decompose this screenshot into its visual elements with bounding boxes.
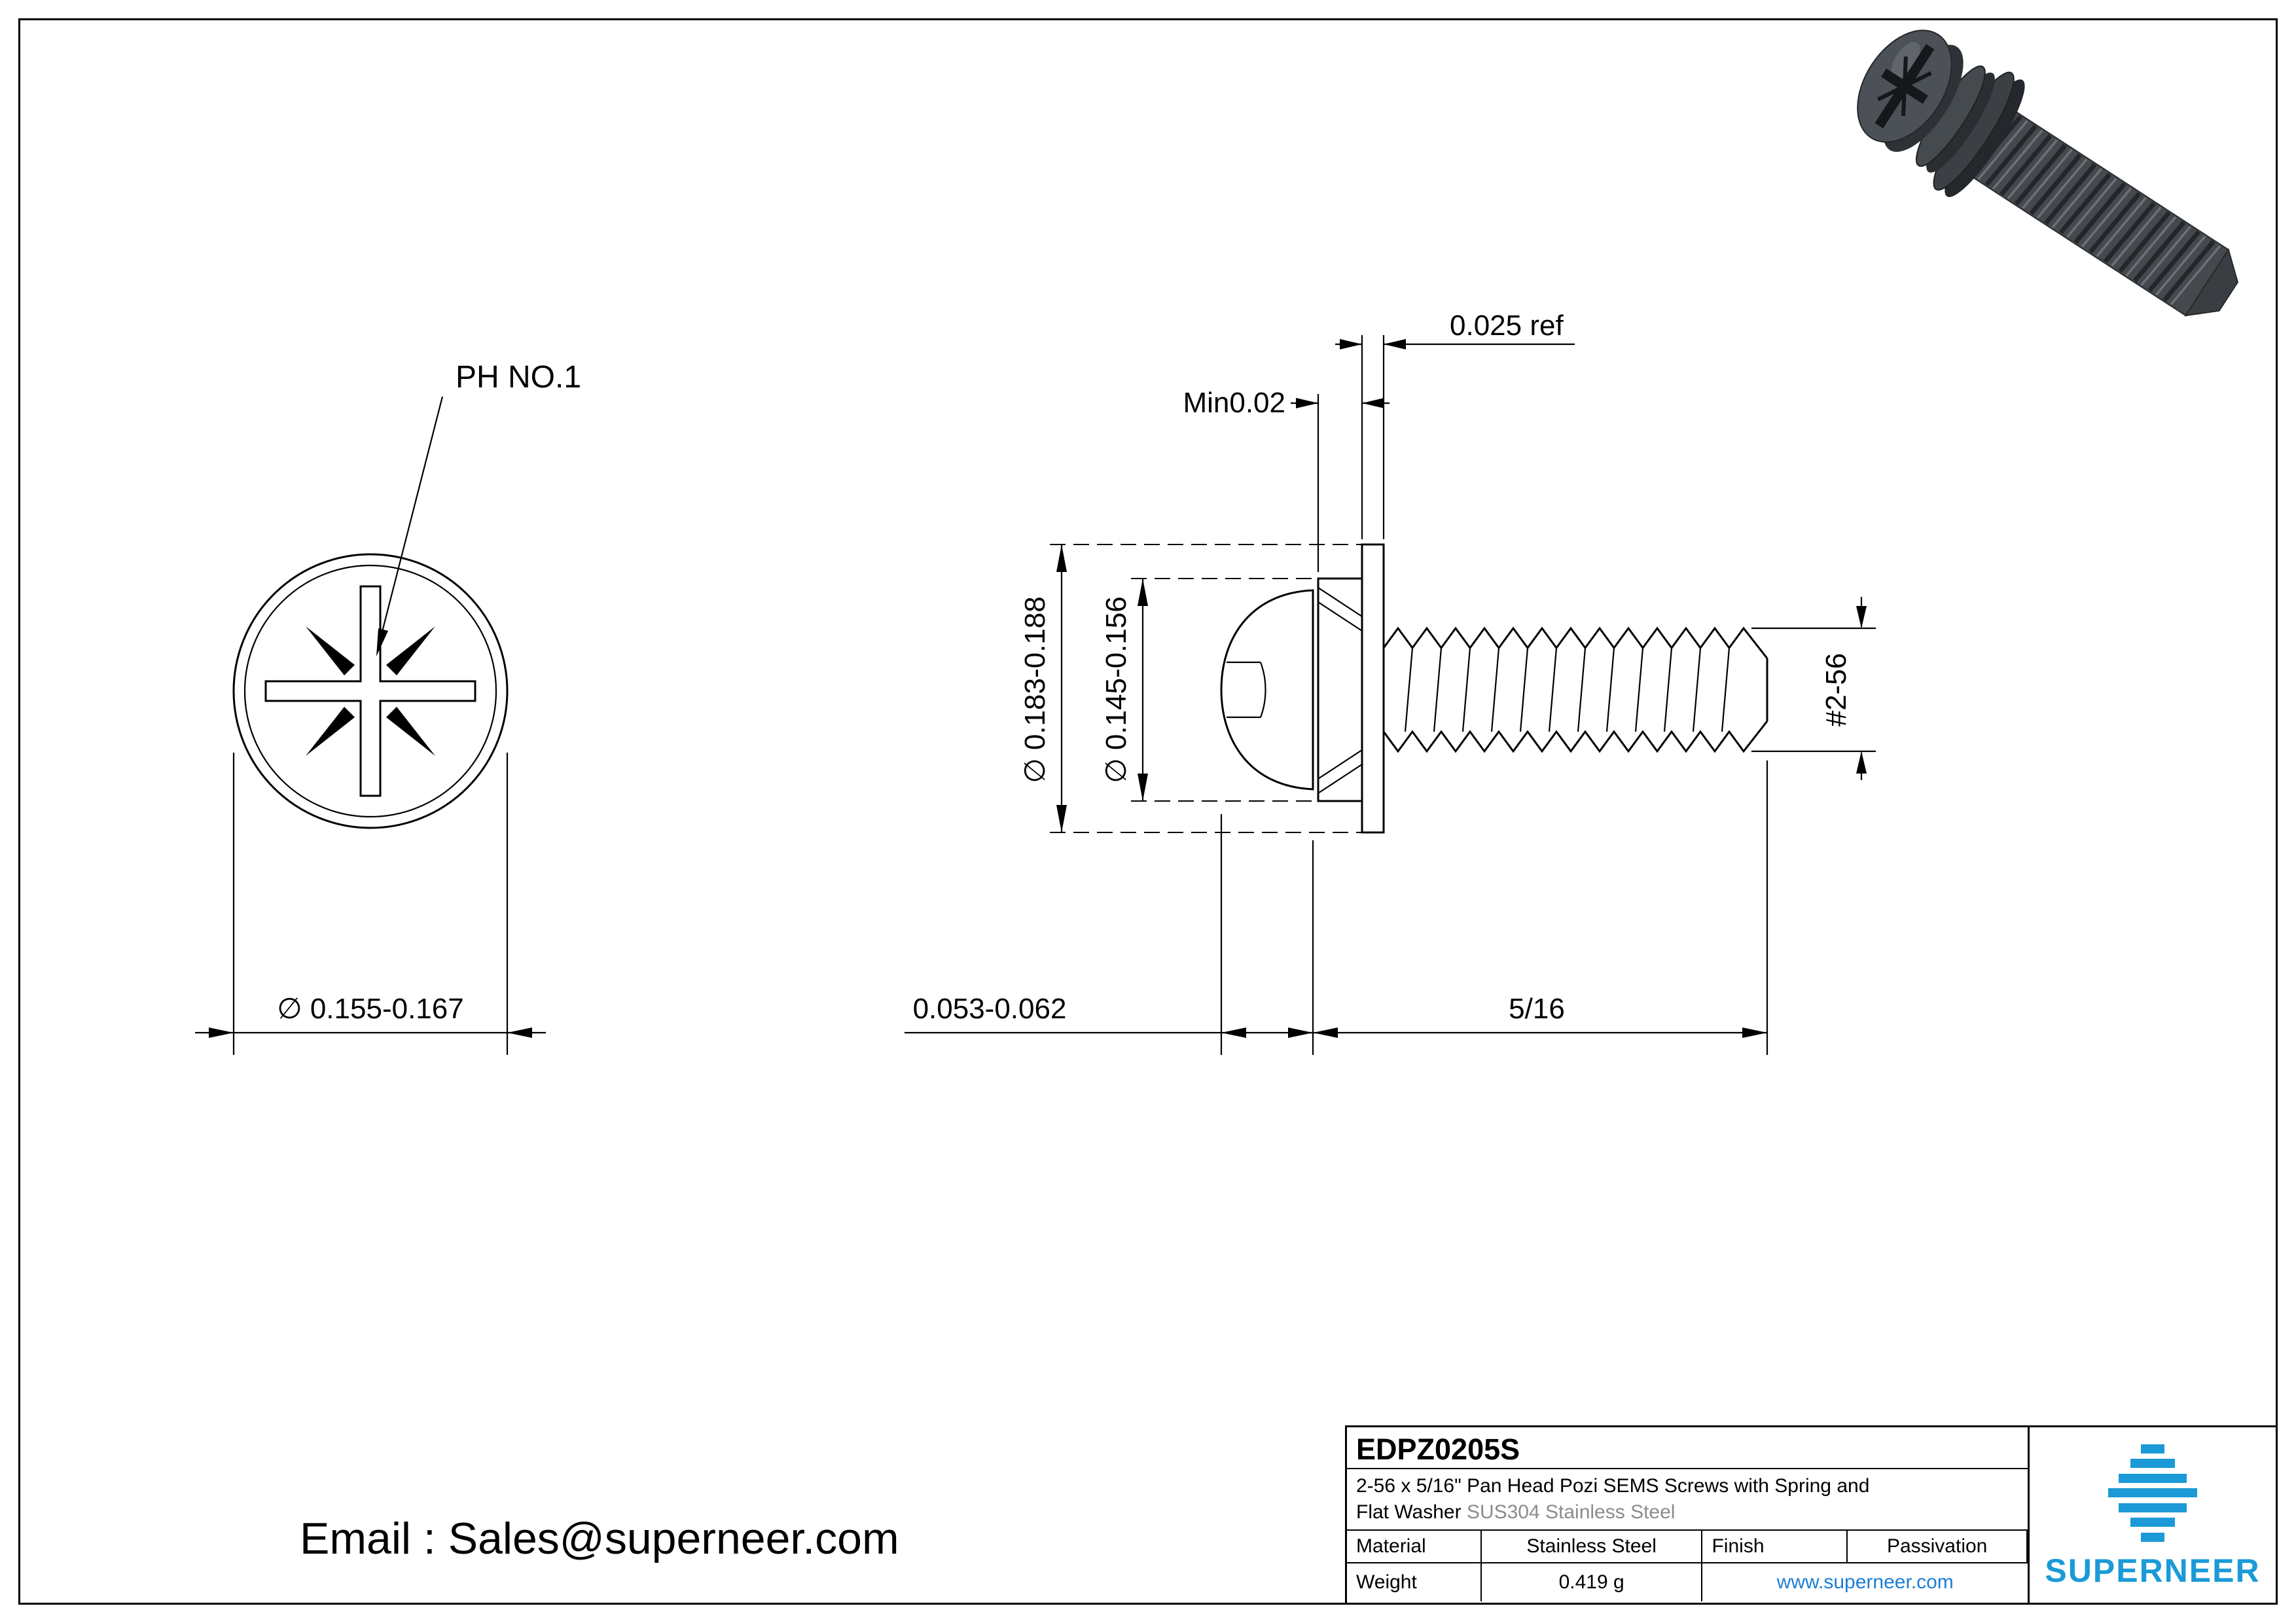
title-block: EDPZ0205S 2-56 x 5/16" Pan Head Pozi SEM… (1345, 1425, 2278, 1605)
dim-thread-size-lines (1751, 597, 1876, 780)
description-line-1: 2-56 x 5/16" Pan Head Pozi SEMS Screws w… (1356, 1475, 1870, 1497)
ext-dashed-spring-od (1131, 578, 1318, 802)
pozi-tick-nw (306, 626, 355, 675)
part-number: EDPZ0205S (1347, 1427, 2028, 1469)
material-row: Material Stainless Steel Finish Passivat… (1347, 1531, 2028, 1563)
thread-flanks (1404, 647, 1731, 732)
pozi-tick-se (386, 707, 435, 756)
recess-profile (1227, 661, 1266, 719)
weight-label-cell: Weight (1347, 1563, 1482, 1601)
thread-top-crest (1382, 626, 1768, 659)
finish-label-cell: Finish (1702, 1531, 1848, 1562)
dim-washer-thickness-label: 0.025 ref (1450, 310, 1564, 342)
material-label-cell: Material (1347, 1531, 1482, 1562)
head-inner-circle (243, 564, 497, 818)
ext-dashed-washer-od (1050, 544, 1362, 833)
dim-flat-washer-od-label: ∅ 0.183-0.188 (1019, 596, 1051, 783)
pozi-recess-3d (1874, 44, 1935, 129)
dim-spring-washer-od-label: ∅ 0.145-0.156 (1100, 596, 1132, 783)
thread-dark-ridges (1969, 115, 2215, 302)
spring-washer-split (1318, 587, 1363, 794)
description-line-2: Flat Washer (1356, 1501, 1462, 1523)
pan-head-profile (1220, 589, 1314, 791)
dim-spring-thickness-label: Min0.02 (1183, 387, 1285, 419)
drive-type-label: PH NO.1 (456, 360, 581, 395)
superneer-logo-icon (2108, 1444, 2197, 1542)
thread-light-ridges (1977, 120, 2221, 306)
screw-3d-render (1857, 29, 2239, 317)
brand-name: SUPERNEER (2045, 1552, 2261, 1589)
head-outer-circle (232, 553, 509, 829)
part-description: 2-56 x 5/16" Pan Head Pozi SEMS Screws w… (1347, 1469, 2028, 1531)
dim-bottom-lines (905, 760, 1768, 1055)
side-view: ∅ 0.183-0.188 ∅ 0.145-0.156 Min0.02 0.02… (905, 310, 1876, 1055)
drive-leader-arrow (376, 628, 388, 656)
dim-washer-thickness-lines (1335, 335, 1575, 539)
material-value-cell: Stainless Steel (1482, 1531, 1703, 1562)
weight-row: Weight 0.419 g www.superneer.com (1347, 1563, 2028, 1601)
dim-head-height-label: 0.053-0.062 (913, 993, 1067, 1025)
website-link[interactable]: www.superneer.com (1776, 1571, 1954, 1593)
front-view: PH NO.1 ∅ 0.155-0.167 (195, 360, 581, 1055)
dim-head-diameter-label: ∅ 0.155-0.167 (277, 993, 463, 1025)
weight-value-cell: 0.419 g (1482, 1563, 1703, 1601)
finish-value-cell: Passivation (1848, 1531, 2028, 1562)
dim-thread-size-label: #2-56 (1820, 653, 1852, 727)
sheet-border (18, 18, 2278, 1605)
screw-tip-3d (2184, 248, 2239, 317)
thread-bottom-crest (1382, 721, 1768, 753)
brand-area: SUPERNEER (2030, 1427, 2276, 1603)
pozi-tick-sw (306, 707, 355, 756)
spring-washer-3d (1916, 65, 1986, 167)
pozi-cross (264, 585, 476, 797)
pozi-tick-ne (386, 626, 435, 675)
flat-washer (1361, 543, 1385, 834)
title-block-left: EDPZ0205S 2-56 x 5/16" Pan Head Pozi SEM… (1347, 1427, 2030, 1603)
dim-thread-length-label: 5/16 (1509, 993, 1565, 1025)
description-line-2-sub: SUS304 Stainless Steel (1466, 1501, 1676, 1523)
drive-leader-line (381, 396, 444, 632)
contact-email: Email : Sales@superneer.com (300, 1514, 899, 1563)
